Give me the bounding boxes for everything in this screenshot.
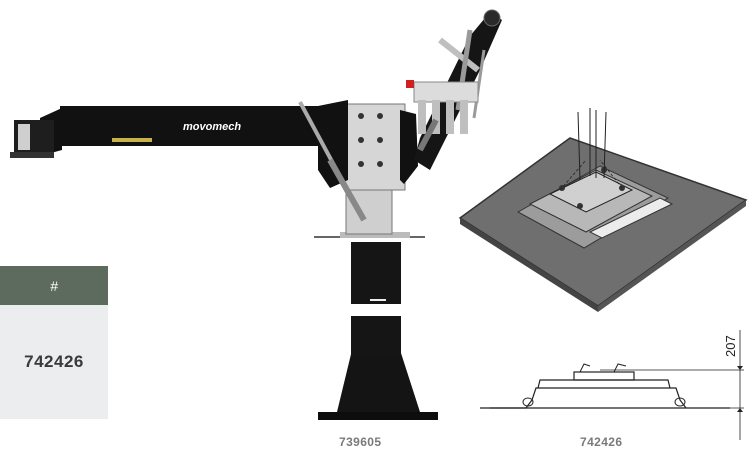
plate-caption: 742426 xyxy=(580,435,623,449)
manipulator-caption: 739605 xyxy=(339,435,382,449)
table-header: # xyxy=(0,266,108,305)
plate-isometric-illustration xyxy=(458,108,748,312)
brand-logo: movomech xyxy=(183,121,241,133)
dimension-label: 207 xyxy=(723,335,738,357)
table-cell-product-code: 742426 xyxy=(0,305,108,419)
manipulator-arm-illustration xyxy=(10,9,502,420)
plate-side-elevation xyxy=(480,330,744,440)
